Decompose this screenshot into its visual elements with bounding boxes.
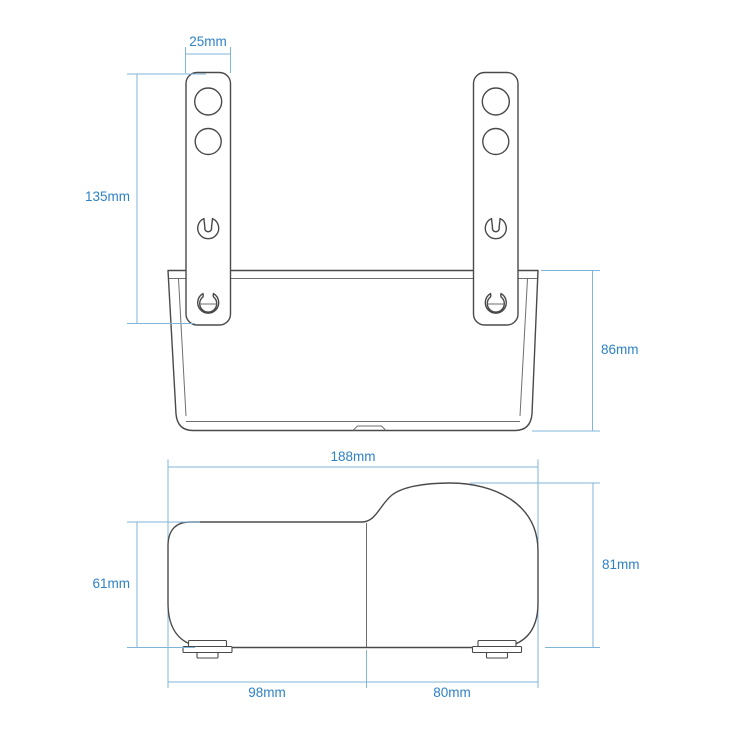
screw-keyhole — [484, 292, 507, 314]
dim-front-width-label: 98mm — [248, 685, 286, 700]
dim-body-height: 86mm — [532, 270, 639, 432]
mounting-foot-left — [182, 639, 233, 659]
dim-rear-width-label: 80mm — [433, 685, 471, 700]
dim-arm-width-label: 25mm — [189, 34, 227, 49]
mounting-arm-right — [472, 71, 519, 326]
dim-arm-width-lines — [185, 47, 231, 73]
dim-bottom-split: 98mm 80mm — [168, 681, 538, 700]
box-inner-side-right — [519, 278, 528, 417]
dim-front-height-lines — [127, 521, 200, 648]
keyhole-slot — [484, 217, 507, 240]
dim-overall-height: 81mm — [470, 482, 640, 648]
profile-view: 188mm 81mm 61mm 98mm 80mm — [92, 449, 639, 700]
keyhole-slot — [197, 217, 220, 240]
dim-overall-width: 188mm — [168, 449, 538, 468]
profile-outline — [167, 482, 539, 649]
box-outer-outline — [167, 269, 539, 432]
box-inner-side-left — [178, 278, 187, 417]
dim-front-height-label: 61mm — [92, 576, 130, 591]
dim-body-height-lines — [532, 270, 600, 432]
foot-upper-plate — [187, 639, 228, 648]
dim-arm-height-label: 135mm — [85, 189, 130, 204]
mounting-hole-top — [481, 87, 510, 116]
dim-arm-height: 135mm — [85, 73, 206, 324]
dim-overall-width-label: 188mm — [330, 449, 375, 464]
front-view: 25mm 135mm 86mm — [85, 34, 639, 432]
foot-tab — [196, 651, 219, 659]
foot-upper-plate — [477, 639, 517, 648]
screw-keyhole — [197, 292, 220, 314]
dim-overall-height-label: 81mm — [602, 557, 640, 572]
mounting-hole-second — [482, 127, 510, 156]
mounting-hole-second — [194, 127, 222, 156]
dim-arm-height-lines — [127, 73, 206, 324]
foot-tab — [485, 651, 509, 659]
mounting-hole-top — [193, 87, 223, 116]
dim-body-height-label: 86mm — [601, 342, 639, 357]
dim-arm-width: 25mm — [185, 34, 231, 73]
mounting-arm-left — [185, 71, 232, 326]
mounting-foot-right — [471, 639, 523, 659]
dim-overall-height-lines — [470, 482, 600, 648]
box-body — [167, 269, 539, 432]
box-bottom-notch — [352, 425, 387, 431]
foot-flange — [471, 645, 523, 654]
dim-front-height: 61mm — [92, 521, 200, 648]
